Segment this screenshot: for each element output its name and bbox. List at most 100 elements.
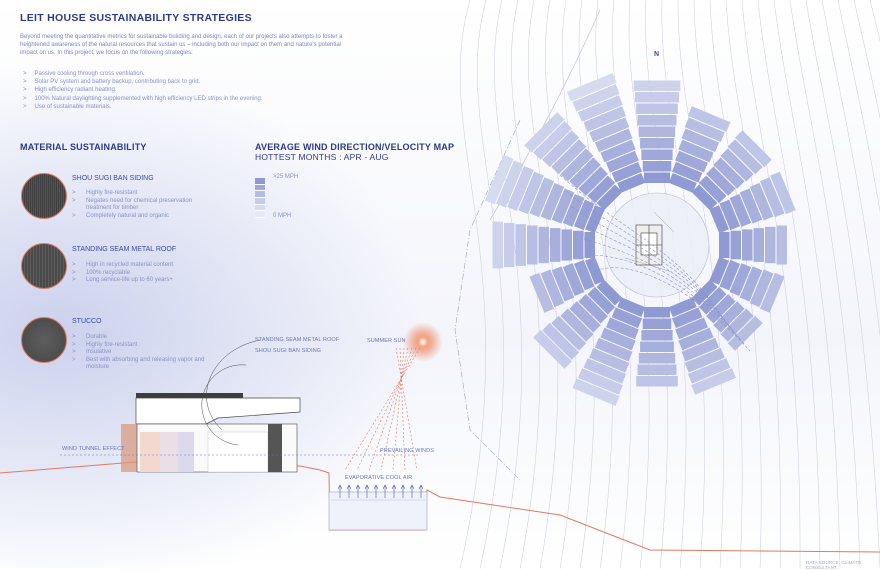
wind-line <box>589 254 746 346</box>
wind-petal-segment <box>606 150 639 173</box>
wind-petal-segment <box>668 173 697 193</box>
wind-petal-segment <box>749 182 774 221</box>
wind-petal-segment <box>550 228 561 262</box>
wind-petal-segment <box>578 294 608 324</box>
sun-label: SUMMER SUN <box>367 338 406 344</box>
wind-petal-segment <box>678 139 714 163</box>
wind-petal-segment <box>641 330 673 341</box>
sun-ray-arc <box>201 364 247 446</box>
wind-petal-segment <box>727 139 763 175</box>
material-point: Negates need for chemical preservation t… <box>72 198 217 213</box>
wind-petal-segment <box>719 199 741 231</box>
legend-max-label: >25 MPH <box>273 174 299 180</box>
wind-petal <box>668 106 731 193</box>
wind-rose <box>484 72 796 406</box>
wind-petal-segment <box>504 222 515 268</box>
wind-petal-segment <box>706 294 736 324</box>
material-point: High in recycled material content <box>72 262 222 270</box>
cool-air-label: EVAPORATIVE COOL AIR <box>345 475 413 481</box>
wind-petal <box>709 171 796 234</box>
topo-line <box>477 0 504 569</box>
stucco-swatch <box>21 317 67 363</box>
wind-petal-segment <box>770 171 796 215</box>
wind-line <box>559 174 721 316</box>
wind-petal-segment <box>578 95 623 122</box>
wind-petal-segment <box>675 150 708 173</box>
wind-map-subheading: HOTTEST MONTHS : APR - AUG <box>255 152 389 162</box>
wind-petal-segment <box>668 297 697 317</box>
topo-line <box>511 0 541 569</box>
wind-petal-segment <box>759 177 785 218</box>
topo-line <box>837 0 880 213</box>
sun-ray <box>399 347 406 471</box>
cool-air-arrow-head <box>373 484 379 490</box>
wind-petal-segment <box>562 263 585 296</box>
wind-petal-segment <box>596 279 623 306</box>
wind-petal-segment <box>720 148 754 182</box>
wind-petal-segment <box>540 269 565 308</box>
sun-ray <box>380 347 409 471</box>
wind-petal <box>484 154 605 234</box>
wind-petal-segment <box>617 173 646 193</box>
wind-petal-segment <box>573 230 584 260</box>
wind-petal <box>668 297 736 395</box>
wind-petal-segment <box>687 106 731 132</box>
wind-petal <box>691 279 763 351</box>
topo-line <box>494 0 522 569</box>
tunnel-label: WIND TUNNEL EFFECT <box>62 446 125 452</box>
cool-air-arrow-head <box>409 484 415 490</box>
wind-petal-segment <box>594 128 633 153</box>
wind-petal <box>566 72 646 193</box>
wind-petal <box>529 256 605 313</box>
wind-petal-segment <box>765 226 776 264</box>
wind-line <box>571 206 731 328</box>
wind-petal-segment <box>496 160 524 208</box>
strategy-item: Solar PV system and battery backup, cont… <box>35 78 263 86</box>
wind-petal-segment <box>638 126 676 137</box>
wind-petal-segment <box>538 226 549 264</box>
wind-petal-segment <box>529 272 555 313</box>
wind-petal-segment <box>617 297 646 317</box>
cool-air-arrow-head <box>364 484 370 490</box>
wind-line <box>565 190 726 322</box>
material-points: Durable Highly fire-resistant Insulative… <box>72 334 207 372</box>
wind-petal-segment <box>759 272 785 313</box>
wind-petal-segment <box>578 166 608 196</box>
cool-air-arrow-head <box>355 484 361 490</box>
strategy-item: 100% Natural daylighting supplemented wi… <box>35 95 263 103</box>
wind-petal-segment <box>691 184 718 211</box>
wind-petal-segment <box>572 378 620 406</box>
cool-air-arrow-head <box>337 484 343 490</box>
strategy-item: Passive cooling through cross ventilatio… <box>35 70 263 78</box>
wind-petal <box>709 256 785 313</box>
wind-petal-segment <box>687 358 731 384</box>
wind-petal-segment <box>584 232 595 258</box>
wind-petal-segment <box>573 259 595 291</box>
strategy-item: Use of sustainable materials. <box>35 103 263 111</box>
material-points: Highly fire-resistant Negates need for c… <box>72 190 217 220</box>
intro-text: Beyond meeting the quantitative metrics … <box>20 34 343 56</box>
wind-petal-segment <box>720 308 754 342</box>
wind-petal-segment <box>561 229 572 261</box>
material-title: SHOU SUGI BAN SIDING <box>72 175 154 182</box>
wind-petal-segment <box>551 139 587 175</box>
topo-line <box>528 0 559 569</box>
wind-petal <box>572 297 646 406</box>
siding-panel <box>268 424 282 472</box>
wind-petal-segment <box>551 188 575 224</box>
topo-line <box>677 0 724 569</box>
wind-petal-segment <box>713 301 745 333</box>
wind-petal-segment <box>589 117 630 143</box>
wind-petal-segment <box>562 194 585 227</box>
topo-line <box>741 0 801 569</box>
wind-petal-segment <box>638 353 676 364</box>
wind-petal-segment <box>776 225 787 265</box>
wind-petal-segment <box>596 184 623 211</box>
wind-petal <box>719 225 787 265</box>
cool-air-arrow-head <box>418 484 424 490</box>
wind-petal-segment <box>739 266 763 302</box>
wind-petal-segment <box>569 301 601 333</box>
wind-petal-segment <box>518 171 544 215</box>
wind-petal-segment <box>589 347 630 373</box>
